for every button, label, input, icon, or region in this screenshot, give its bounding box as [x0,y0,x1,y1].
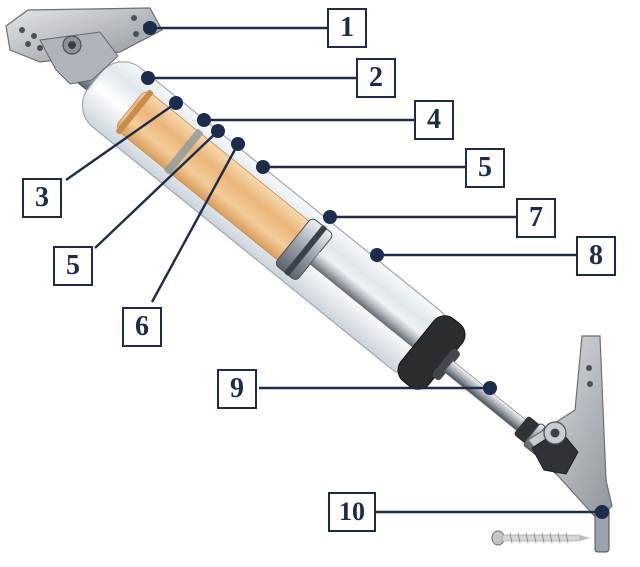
damper-illustration [68,55,581,477]
dot-5-right [256,160,270,174]
dot-9 [483,381,497,395]
dot-6 [231,137,245,151]
callout-4: 4 [414,100,454,140]
dot-8 [370,248,384,262]
chamber-band-left [116,90,154,135]
chamber-band-mid [164,129,203,175]
leader-lines [65,26,602,514]
callout-1: 1 [327,8,367,48]
dot-5-left [211,124,225,138]
end-cap-rim [432,348,460,380]
piston-rod [443,360,528,432]
inner-rod [309,251,429,353]
rod-collar [514,416,540,444]
piston-seal [284,225,327,276]
callout-dots [141,21,609,519]
callout-10: 10 [328,492,376,532]
dot-1 [143,21,157,35]
screw [491,530,590,546]
dot-4 [197,113,211,127]
callout-2: 2 [356,58,396,98]
callout-7: 7 [516,198,556,238]
top-bracket [5,7,163,85]
callout-6: 6 [122,307,162,347]
callout-5-right: 5 [465,148,505,188]
dot-7 [323,210,337,224]
leader-6 [150,143,240,303]
callout-5-left: 5 [53,246,93,286]
dot-10 [595,505,609,519]
leader-3 [65,102,177,181]
callout-3: 3 [22,178,62,218]
callout-9: 9 [217,369,257,409]
oil-chamber [117,91,310,261]
dot-3 [169,96,183,110]
callout-8: 8 [576,236,616,276]
leader-5-left [94,130,219,249]
dot-2 [141,71,155,85]
bottom-bracket [527,335,613,553]
